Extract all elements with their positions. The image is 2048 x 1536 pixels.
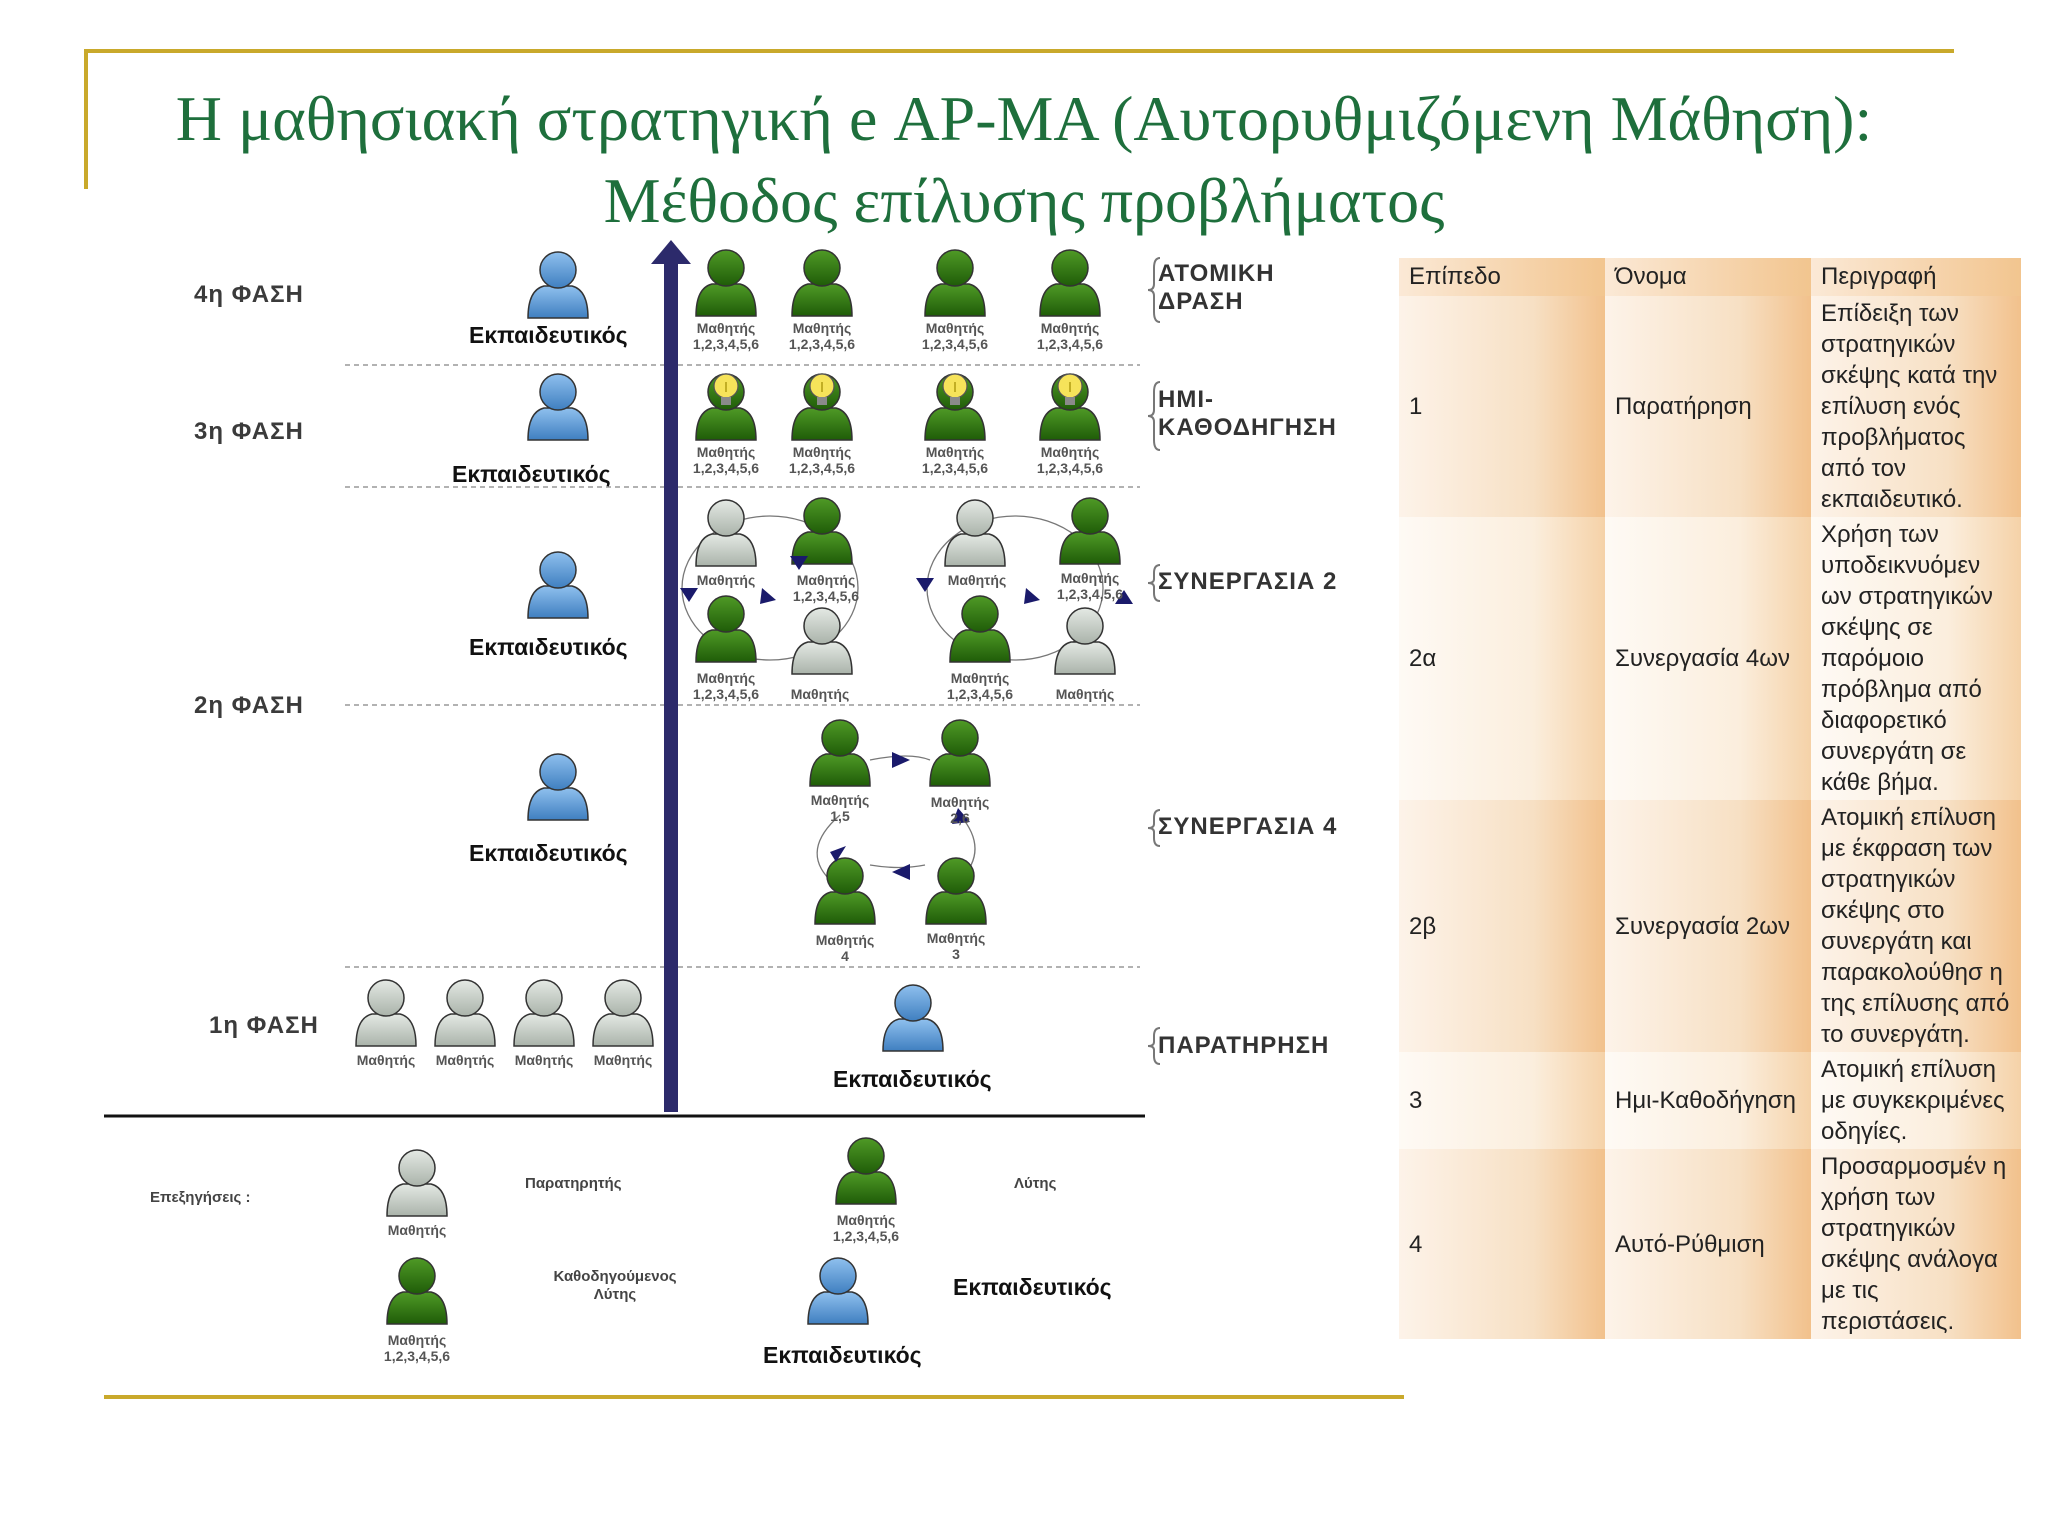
phase-separators [345, 364, 1140, 968]
cell-description: Προσαρμοσμέν η χρήση των στρατηγικών σκέ… [1811, 1149, 2021, 1339]
syn2-caption: Μαθητής [947, 572, 1007, 588]
table-row: 3 Ημι-Καθοδήγηση Ατομική επίλυση με συγκ… [1399, 1052, 2021, 1149]
table-row: 4 Αυτό-Ρύθμιση Προσαρμοσμέν η χρήση των … [1399, 1149, 2021, 1339]
phase1-caption: Μαθητής [435, 1052, 495, 1068]
teacher-label-4: Εκπαιδευτικός [469, 322, 628, 348]
cell-name: Συνεργασία 4ων [1605, 517, 1811, 800]
cell-level: 4 [1399, 1149, 1605, 1339]
cell-description: Ατομική επίλυση με συγκεκριμένες οδηγίες… [1811, 1052, 2021, 1149]
cell-level: 1 [1399, 296, 1605, 517]
phase-diagram: 4η ΦΑΣΗ 3η ΦΑΣΗ 2η ΦΑΣΗ 1η ΦΑΣΗ Εκπαιδευ… [104, 240, 1336, 1368]
levels-table: Επίπεδο Όνομα Περιγραφή 1 Παρατήρηση Επί… [1399, 258, 2021, 1339]
left-rule [84, 49, 88, 189]
legend-observer-icon [386, 1149, 448, 1217]
phase-1-label: 1η ΦΑΣΗ [209, 1012, 319, 1039]
syn2-caption: Μαθητής [1055, 686, 1115, 702]
header-name: Όνομα [1605, 258, 1811, 296]
cell-name: Συνεργασία 2ων [1605, 800, 1811, 1052]
cell-description: Ατομική επίλυση με έκφραση των στρατηγικ… [1811, 800, 2021, 1052]
title-line-1: Η μαθησιακή στρατηγική e ΑΡ-ΜΑ (Αυτορυθμ… [175, 83, 1873, 154]
teacher-label-2a: Εκπαιδευτικός [469, 634, 628, 660]
legend-observer-label: Παρατηρητής [525, 1175, 622, 1192]
stage-paratirisi: ΠΑΡΑΤΗΡΗΣΗ [1158, 1032, 1330, 1059]
teacher-label-2b: Εκπαιδευτικός [469, 840, 628, 866]
table-row: 1 Παρατήρηση Επίδειξη των στρατηγικών σκ… [1399, 296, 2021, 517]
cell-name: Παρατήρηση [1605, 296, 1811, 517]
teacher-label-1: Εκπαιδευτικός [833, 1066, 992, 1092]
legend-solver-label: Λύτης [1014, 1175, 1057, 1192]
bottom-rule [104, 1395, 1404, 1399]
cell-description: Χρήση των υποδεικνυόμεν ων στρατηγικών σ… [1811, 517, 2021, 800]
syn2-caption: Μαθητής [696, 572, 756, 588]
phase1-caption: Μαθητής [356, 1052, 416, 1068]
cell-description: Επίδειξη των στρατηγικών σκέψης κατά την… [1811, 296, 2021, 517]
phase1-observers [355, 979, 654, 1047]
diagram-graphics [104, 240, 1160, 1325]
teacher-icon-4 [527, 251, 589, 319]
cell-level: 3 [1399, 1052, 1605, 1149]
legend-title: Επεξηγήσεις : [150, 1189, 251, 1206]
cell-name: Ημι-Καθοδήγηση [1605, 1052, 1811, 1149]
phase3-guided-solvers [695, 373, 1101, 441]
stage-syn2: ΣΥΝΕΡΓΑΣΙΑ 2 [1158, 568, 1338, 595]
table-header-row: Επίπεδο Όνομα Περιγραφή [1399, 258, 2021, 296]
teacher-icon-2b [527, 753, 589, 821]
legend-solver-icon [835, 1137, 897, 1205]
pair-arrows [680, 556, 1133, 604]
title-line-2: Μέθοδος επίλυσης προβλήματος [603, 165, 1445, 236]
legend-observer-caption: Μαθητής [387, 1222, 447, 1238]
stage-hmi: ΗΜΙ-ΚΑΘΟΔΗΓΗΣΗ [1158, 386, 1337, 441]
phase1-caption: Μαθητής [593, 1052, 653, 1068]
phase-3-label: 3η ΦΑΣΗ [194, 418, 304, 445]
phase-2-label: 2η ΦΑΣΗ [194, 692, 304, 719]
legend-guided-icon [386, 1257, 448, 1325]
legend-teacher-caption: Εκπαιδευτικός [763, 1342, 922, 1368]
phase4-solvers [695, 249, 1101, 317]
cell-name: Αυτό-Ρύθμιση [1605, 1149, 1811, 1339]
ring-arrows [830, 752, 970, 880]
cell-level: 2β [1399, 800, 1605, 1052]
teacher-icon-2a [527, 551, 589, 619]
cell-level: 2α [1399, 517, 1605, 800]
teacher-label-3: Εκπαιδευτικός [452, 461, 611, 487]
top-rule [84, 49, 1954, 53]
header-level: Επίπεδο [1399, 258, 1605, 296]
phase1-caption: Μαθητής [514, 1052, 574, 1068]
stage-syn4: ΣΥΝΕΡΓΑΣΙΑ 4 [1158, 813, 1338, 840]
header-description: Περιγραφή [1811, 258, 2021, 296]
phase-4-label: 4η ΦΑΣΗ [194, 281, 304, 308]
syn2-caption: Μαθητής [790, 686, 850, 702]
legend-teacher-label: Εκπαιδευτικός [953, 1274, 1112, 1300]
stage-braces [1147, 257, 1160, 1065]
slide-title: Η μαθησιακή στρατηγική e ΑΡ-ΜΑ (Αυτορυθμ… [0, 78, 2048, 242]
teacher-icon-3 [527, 373, 589, 441]
teacher-icon-1 [882, 984, 944, 1052]
legend-teacher-icon [807, 1257, 869, 1325]
progress-axis [651, 240, 691, 1112]
table-row: 2β Συνεργασία 2ων Ατομική επίλυση με έκφ… [1399, 800, 2021, 1052]
table-row: 2α Συνεργασία 4ων Χρήση των υποδεικνυόμε… [1399, 517, 2021, 800]
